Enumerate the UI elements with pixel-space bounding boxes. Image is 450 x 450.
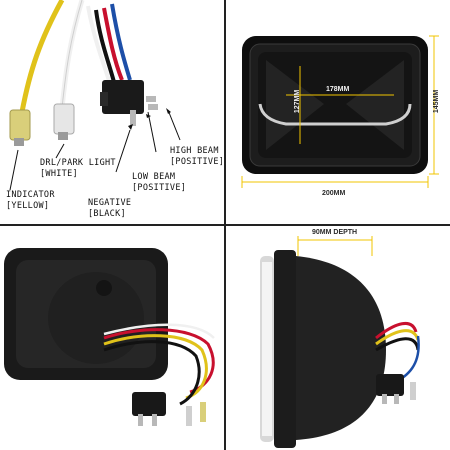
label-indicator: INDICATOR [YELLOW]	[6, 190, 55, 212]
label-low-beam: LOW BEAM [POSITIVE]	[132, 172, 186, 194]
horizontal-divider	[0, 224, 450, 226]
wiring-harness-illustration	[9, 0, 181, 191]
headlight-side-view	[260, 236, 420, 448]
label-indicator-name: INDICATOR	[6, 190, 55, 200]
label-high-beam-polarity: [POSITIVE]	[170, 157, 224, 167]
label-negative-name: NEGATIVE	[88, 198, 132, 208]
wiring-panel: DRL/PARK LIGHT [WHITE] INDICATOR [YELLOW…	[0, 0, 224, 224]
dimension-outer-height: 145MM	[433, 89, 441, 114]
side-view-panel: 90MM DEPTH	[226, 226, 450, 450]
label-indicator-color: [YELLOW]	[6, 201, 50, 211]
rear-view-panel	[0, 226, 224, 450]
label-low-beam-name: LOW BEAM	[132, 172, 176, 182]
dimension-depth: 90MM DEPTH	[312, 229, 358, 236]
label-high-beam: HIGH BEAM [POSITIVE]	[170, 146, 224, 168]
label-high-beam-name: HIGH BEAM	[170, 146, 219, 156]
dimension-outer-width: 200MM	[322, 190, 346, 197]
headlight-front-view	[241, 35, 439, 188]
dimension-inner-height: 127MM	[294, 89, 302, 114]
headlight-rear-view	[4, 248, 215, 426]
label-low-beam-polarity: [POSITIVE]	[132, 183, 187, 193]
label-drl-color: [WHITE]	[40, 169, 78, 179]
label-negative-color: [BLACK]	[88, 209, 126, 219]
label-drl: DRL/PARK LIGHT [WHITE]	[40, 158, 116, 180]
dimension-inner-width: 178MM	[326, 86, 350, 93]
label-drl-name: DRL/PARK LIGHT	[40, 158, 116, 168]
front-dimensions-panel: 178MM 127MM 200MM 145MM	[226, 0, 450, 224]
label-negative: NEGATIVE [BLACK]	[88, 198, 131, 220]
